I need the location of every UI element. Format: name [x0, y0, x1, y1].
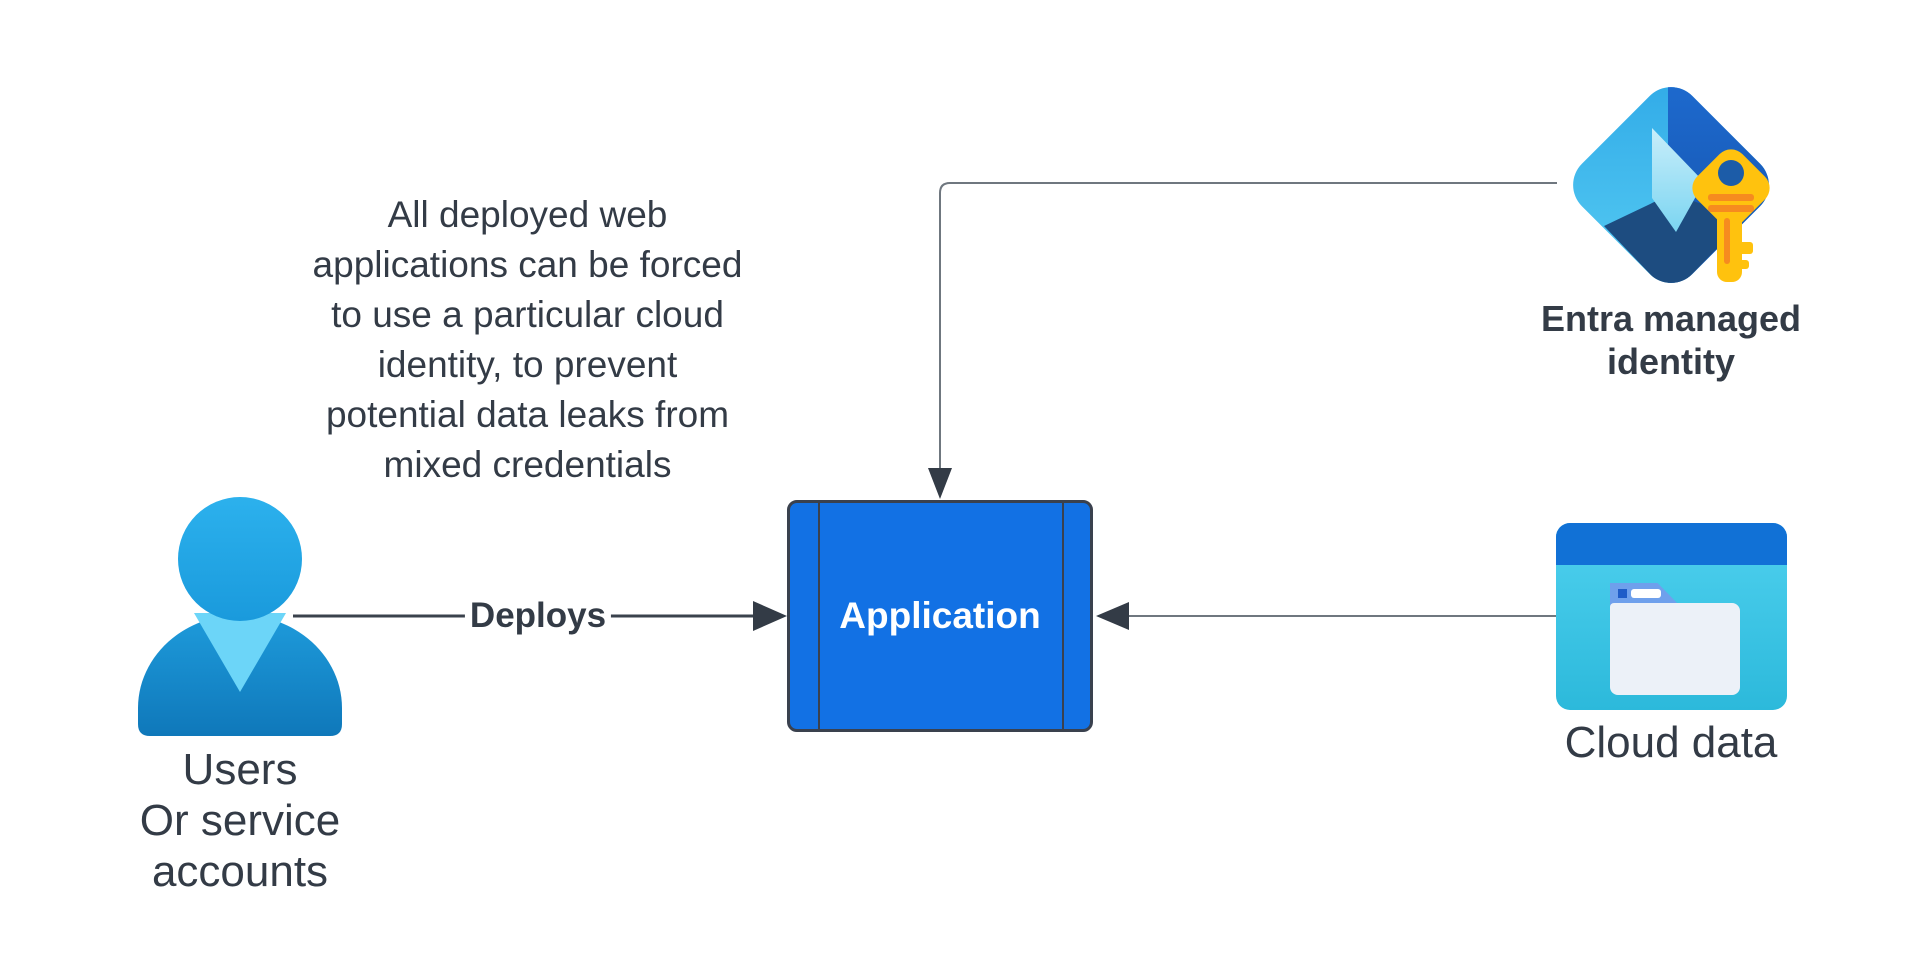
- arrowhead-left-icon: [1096, 602, 1129, 630]
- arrowhead-down-icon: [928, 468, 952, 499]
- edge-entra-to-application[interactable]: [928, 182, 1557, 499]
- folder-tab: [1610, 583, 1680, 606]
- cloud-data-label: Cloud data: [1564, 718, 1778, 767]
- deploys-edge-label: Deploys: [464, 596, 612, 636]
- folder-tab-square: [1618, 589, 1627, 598]
- edge-cloud-to-application[interactable]: [1096, 602, 1556, 630]
- folder-icon: [1610, 583, 1740, 695]
- users-label: Users Or service accounts: [139, 745, 341, 896]
- arrowhead-right-icon: [753, 601, 787, 631]
- key-icon: [1692, 149, 1770, 282]
- window-titlebar: [1556, 523, 1787, 565]
- application-label: Application: [839, 595, 1041, 636]
- cloud-data-window-icon: [1556, 523, 1787, 710]
- connector-line: [939, 182, 1557, 469]
- folder-tab-slot: [1631, 589, 1661, 598]
- folder-body: [1610, 603, 1740, 695]
- node-application[interactable]: Application: [787, 500, 1093, 732]
- entra-managed-identity-icon: [1560, 74, 1782, 296]
- person-icon: [138, 497, 342, 736]
- annotation-text: All deployed web applications can be for…: [312, 194, 743, 485]
- entra-label: Entra managed identity: [1540, 298, 1802, 382]
